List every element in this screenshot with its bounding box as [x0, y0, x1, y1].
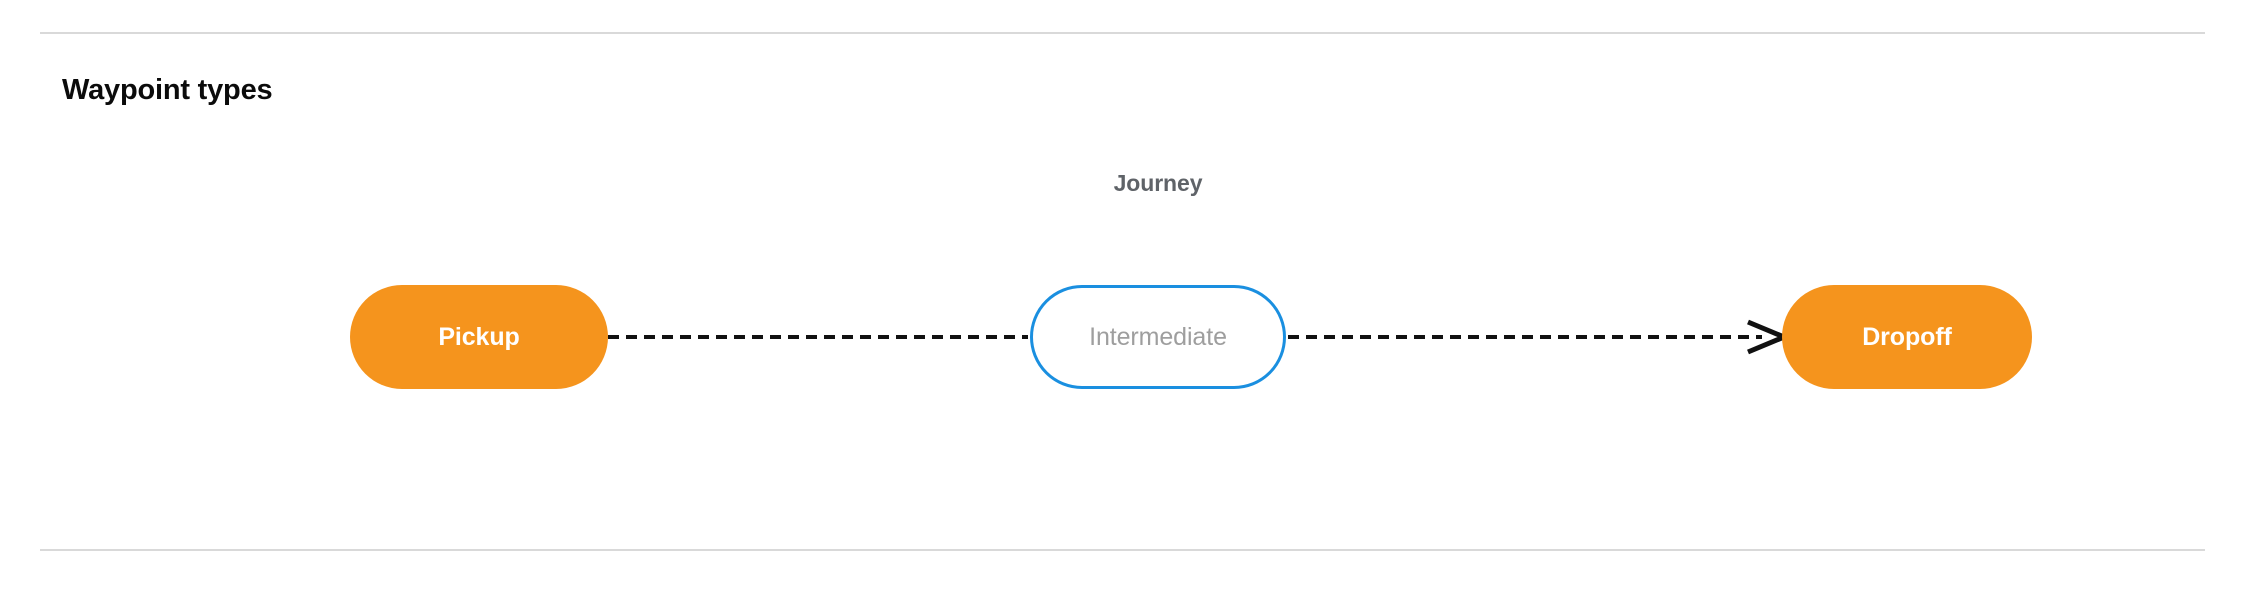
- page-title: Waypoint types: [62, 74, 273, 106]
- node-pickup-label: Pickup: [438, 322, 520, 351]
- node-pickup[interactable]: Pickup: [350, 285, 608, 389]
- arrowhead-icon: [1747, 319, 1791, 355]
- node-dropoff-label: Dropoff: [1862, 322, 1952, 351]
- section-divider-bottom: [40, 549, 2205, 551]
- section-divider-top: [40, 32, 2205, 34]
- node-dropoff[interactable]: Dropoff: [1782, 285, 2032, 389]
- node-intermediate-label: Intermediate: [1089, 322, 1227, 351]
- journey-group-label: Journey: [1113, 170, 1203, 196]
- node-intermediate[interactable]: Intermediate: [1030, 285, 1286, 389]
